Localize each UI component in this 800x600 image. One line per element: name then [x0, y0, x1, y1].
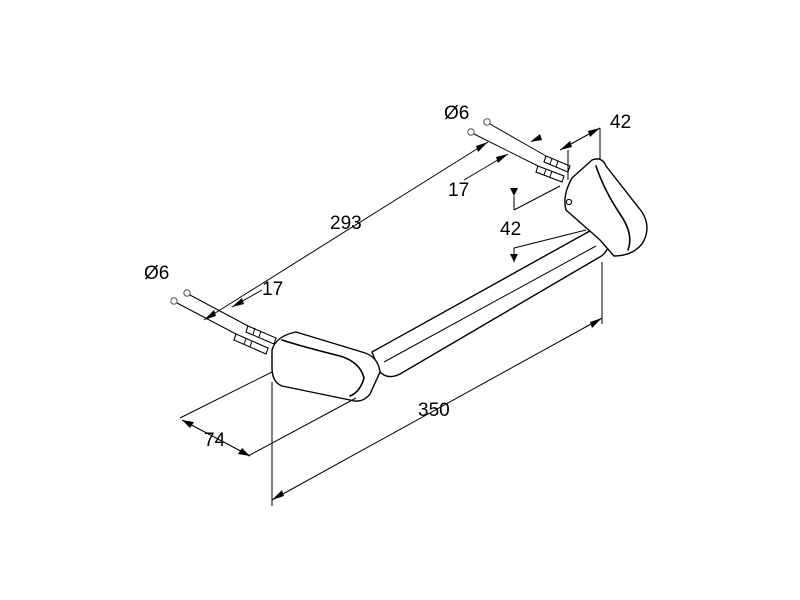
dim-42-height-arrow-bottom — [510, 254, 518, 262]
dim-74-line — [181, 419, 251, 457]
dim-17-right-arrow — [496, 154, 508, 163]
dim-350-arrow-end — [590, 318, 602, 328]
dim-74-arrow-start — [182, 420, 194, 428]
right-plug-lower — [535, 165, 565, 183]
dim-350-arrow-start — [272, 490, 284, 500]
left-bracket — [271, 331, 381, 402]
dim-42-height-arrow-top — [510, 188, 518, 196]
dim-293-line — [203, 141, 489, 321]
label-overall-length: 350 — [418, 400, 450, 421]
label-diameter-left: Ø6 — [144, 263, 169, 284]
right-hole-marker-lower — [467, 128, 475, 136]
left-bracket-face-edge — [281, 339, 365, 397]
left-hole-marker-upper — [183, 289, 191, 297]
dim-293-arrow-end — [476, 142, 488, 152]
dimension-labels: Ø6 Ø6 17 17 42 42 293 350 74 — [144, 103, 631, 451]
towel-bar — [271, 158, 648, 402]
dimension-lines — [179, 127, 603, 506]
right-bracket-face-edge — [595, 165, 631, 251]
dim-42-width-arrow-end — [588, 128, 600, 137]
label-hole-spacing: 293 — [330, 213, 362, 234]
label-projection: 74 — [204, 430, 226, 451]
dim-42-width-arrow-start — [560, 141, 572, 150]
dim-293-arrow-start — [204, 310, 216, 320]
label-bracket-width: 42 — [610, 112, 631, 133]
left-plug-upper — [245, 325, 277, 345]
label-diameter-right: Ø6 — [444, 103, 469, 124]
label-depth-left: 17 — [262, 279, 283, 300]
bar-tube — [371, 228, 609, 378]
label-depth-right: 17 — [448, 180, 469, 201]
right-bracket — [564, 158, 648, 257]
dim-74-arrow-end — [238, 448, 250, 456]
set-screw-icon — [565, 198, 573, 206]
right-hole-marker-upper — [483, 118, 491, 126]
dim-350-line — [271, 317, 603, 501]
label-bracket-height: 42 — [500, 219, 521, 240]
bar-tube-highlight — [383, 245, 597, 363]
left-wall-plugs — [233, 325, 277, 355]
dim-17-left-arrow — [232, 298, 244, 307]
right-wall-plugs — [535, 155, 571, 183]
left-hole-marker-lower — [170, 297, 178, 305]
dim-17-right-arrow-2 — [530, 134, 542, 142]
